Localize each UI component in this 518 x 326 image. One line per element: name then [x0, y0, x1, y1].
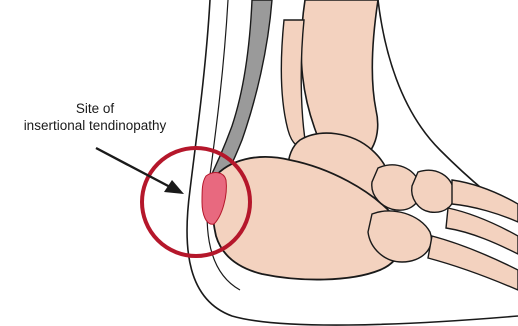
arrow-icon — [96, 148, 172, 188]
arrow-head — [164, 180, 184, 194]
annotation-line-2: insertional tendinopathy — [0, 117, 190, 134]
cuneiform-bone — [412, 170, 455, 212]
fibula-bone — [281, 20, 306, 147]
annotation-line-1: Site of — [0, 100, 190, 117]
annotation-label: Site of insertional tendinopathy — [0, 100, 190, 134]
